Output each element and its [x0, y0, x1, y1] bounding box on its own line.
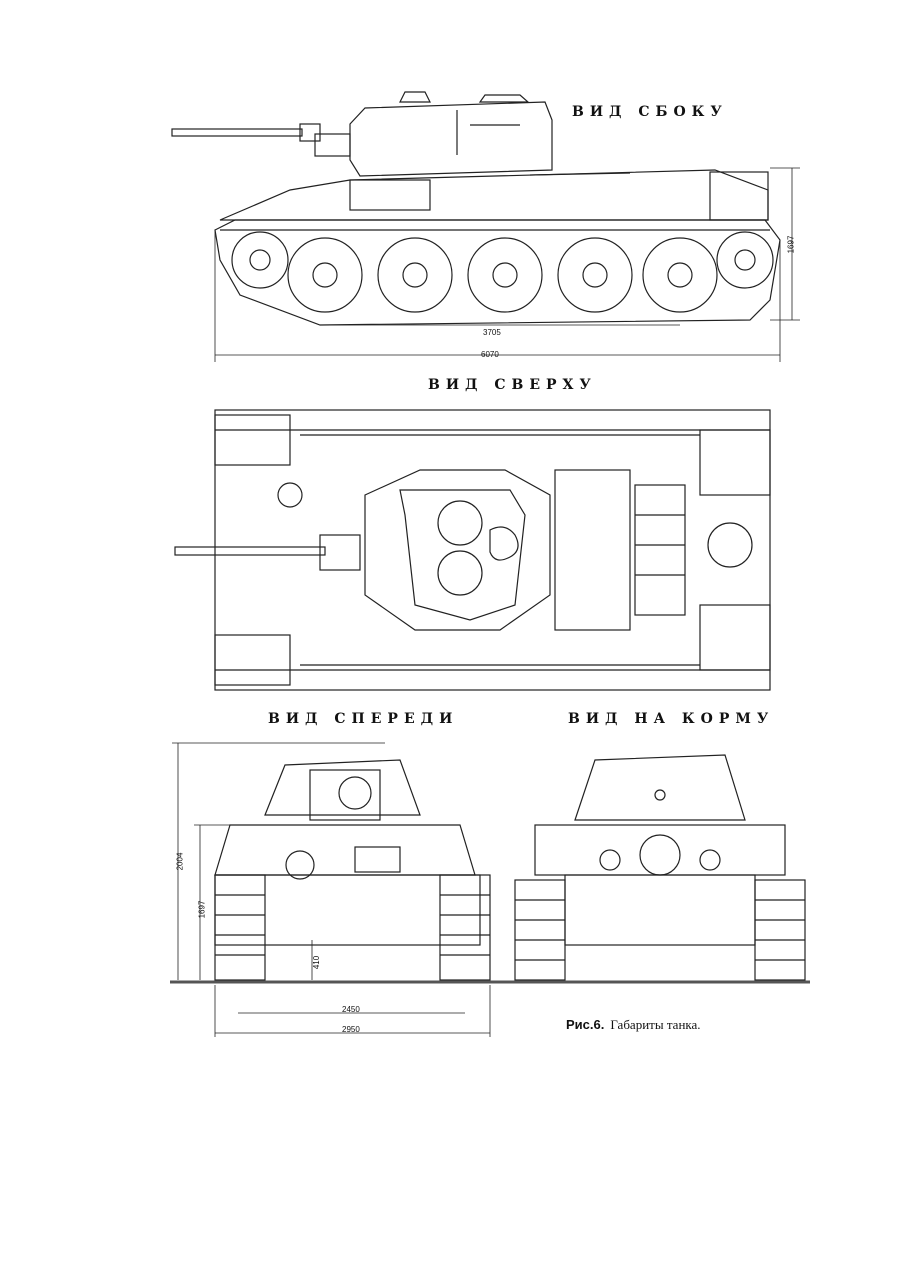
gun-mantlet — [338, 776, 372, 810]
hull-rear-upper — [534, 824, 786, 876]
side-view-drawing — [160, 80, 810, 375]
hull-rear-lower — [564, 874, 756, 946]
rear-view-drawing — [510, 735, 810, 995]
top-view-drawing — [170, 405, 780, 695]
hull-top — [214, 409, 771, 691]
dim-wheelbase: 3705 — [483, 328, 501, 337]
rear-hatch — [639, 834, 681, 876]
dim-side-height: 1697 — [786, 235, 796, 254]
rear-view-title: ВИД НА КОРМУ — [568, 711, 775, 727]
track-right — [439, 874, 491, 981]
top-view-title: ВИД СВЕРХУ — [428, 377, 597, 393]
hatch — [437, 500, 483, 546]
drive-wheel — [231, 231, 289, 289]
track-left — [214, 874, 266, 981]
side-view-title: ВИД СБОКУ — [572, 104, 728, 120]
hull-front-upper — [214, 824, 476, 876]
front-view-svg — [170, 742, 510, 1037]
side-view-svg — [171, 91, 800, 362]
road-wheel — [642, 237, 718, 313]
dim-track-gauge: 2450 — [342, 1005, 360, 1014]
turret — [349, 101, 553, 177]
dim-ground-clearance: 410 — [312, 955, 322, 970]
road-wheel — [557, 237, 633, 313]
track-right-rear — [754, 879, 806, 981]
hull-upper — [219, 169, 769, 221]
road-wheel — [287, 237, 363, 313]
idler-wheel — [716, 231, 774, 289]
dim-overall-width: 2950 — [342, 1025, 360, 1034]
road-wheels — [231, 231, 774, 313]
gun-barrel-top — [174, 546, 326, 556]
gun-barrel — [171, 128, 303, 137]
dim-overall-length: 6070 — [481, 350, 499, 359]
figure-caption: Рис.6. Габариты танка. — [566, 1017, 701, 1033]
engine-grille — [634, 484, 686, 616]
front-view-title: ВИД СПЕРЕДИ — [268, 711, 459, 727]
turret-rear — [574, 754, 746, 821]
turret-front — [264, 759, 421, 816]
road-wheel — [377, 237, 453, 313]
dim-front-total-height: 2004 — [175, 852, 185, 871]
turret-top — [364, 469, 551, 631]
track-left-rear — [514, 879, 566, 981]
top-view-svg — [174, 409, 771, 691]
rear-view-svg — [510, 754, 810, 984]
hatch — [437, 550, 483, 596]
figure-caption-text: Габариты танка. — [610, 1017, 701, 1032]
road-wheel — [467, 237, 543, 313]
front-view-drawing — [170, 735, 510, 1040]
figure-number: Рис.6. — [566, 1017, 605, 1032]
track-outline — [214, 219, 781, 326]
dim-front-hull-height: 1697 — [197, 900, 207, 919]
